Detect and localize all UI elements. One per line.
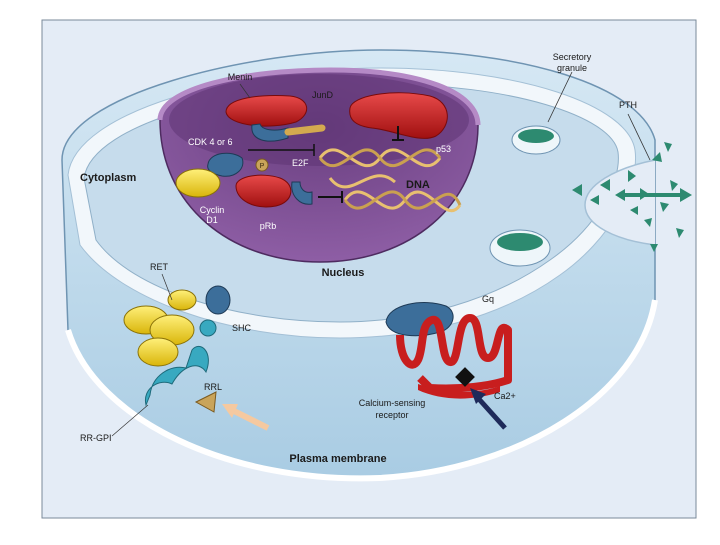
ret-receptor <box>123 289 197 367</box>
label-cytoplasm: Cytoplasm <box>80 172 136 184</box>
label-casr-2: receptor <box>375 410 408 420</box>
nuclear-envelope <box>157 67 481 126</box>
label-prb: pRb <box>260 221 277 231</box>
label-cyclin-1: Cyclin <box>200 205 225 215</box>
label-casr-1: Calcium-sensing <box>359 398 426 408</box>
ret-leader <box>161 273 173 301</box>
rrl-ligand <box>194 391 217 413</box>
label-shc: SHC <box>232 323 252 333</box>
p53-protein <box>349 92 448 139</box>
secretion-arrowhead <box>680 188 692 202</box>
label-dna: DNA <box>406 179 430 191</box>
label-secretory-1: Secretory <box>553 52 592 62</box>
label-gq: Gq <box>482 294 494 304</box>
secretory-granule-top <box>511 125 561 155</box>
phosphate-marker <box>255 158 269 172</box>
label-pth: PTH <box>619 100 637 110</box>
rr-gpi-leader <box>111 404 149 437</box>
dna-helix <box>318 148 462 213</box>
shc-protein <box>205 285 231 315</box>
label-menin: Menin <box>228 72 253 82</box>
label-e2f: E2F <box>292 158 309 168</box>
menin-leader <box>239 83 251 99</box>
label-cyclin-2: D1 <box>206 215 218 225</box>
secretory-leader <box>547 71 573 123</box>
label-plasma-membrane: Plasma membrane <box>289 453 386 465</box>
rrl-arrowhead <box>222 404 238 418</box>
rr-gpi-protein <box>144 345 209 407</box>
e2f-protein <box>291 181 313 205</box>
cyclin-d1-protein <box>175 168 221 198</box>
label-nucleus: Nucleus <box>322 267 365 279</box>
calcium-arrow <box>476 396 507 430</box>
calcium-ion <box>455 367 475 387</box>
jund-protein <box>251 123 289 142</box>
label-rrl: RRL <box>204 382 222 392</box>
menin-protein <box>225 95 307 127</box>
secretory-granule-bottom <box>489 229 551 267</box>
label-secretory-2: granule <box>557 63 587 73</box>
label-p: P <box>260 163 265 170</box>
pth-leader <box>627 113 651 161</box>
label-ret: RET <box>150 262 169 272</box>
plasma-membrane-edge <box>65 299 658 482</box>
prb-protein <box>235 174 292 208</box>
jund-dna-link <box>284 124 326 136</box>
calcium-sensing-receptor <box>396 314 512 393</box>
label-cdk: CDK 4 or 6 <box>188 137 233 147</box>
label-rr-gpi: RR-GPI <box>80 433 112 443</box>
calcium-arrowhead <box>470 388 486 404</box>
label-p53: p53 <box>436 144 451 154</box>
shc-domain <box>199 319 217 337</box>
rrl-arrow <box>230 407 270 431</box>
label-calcium: Ca2+ <box>494 391 516 401</box>
exocytosis-pit <box>584 159 656 246</box>
label-jund: JunD <box>312 90 334 100</box>
